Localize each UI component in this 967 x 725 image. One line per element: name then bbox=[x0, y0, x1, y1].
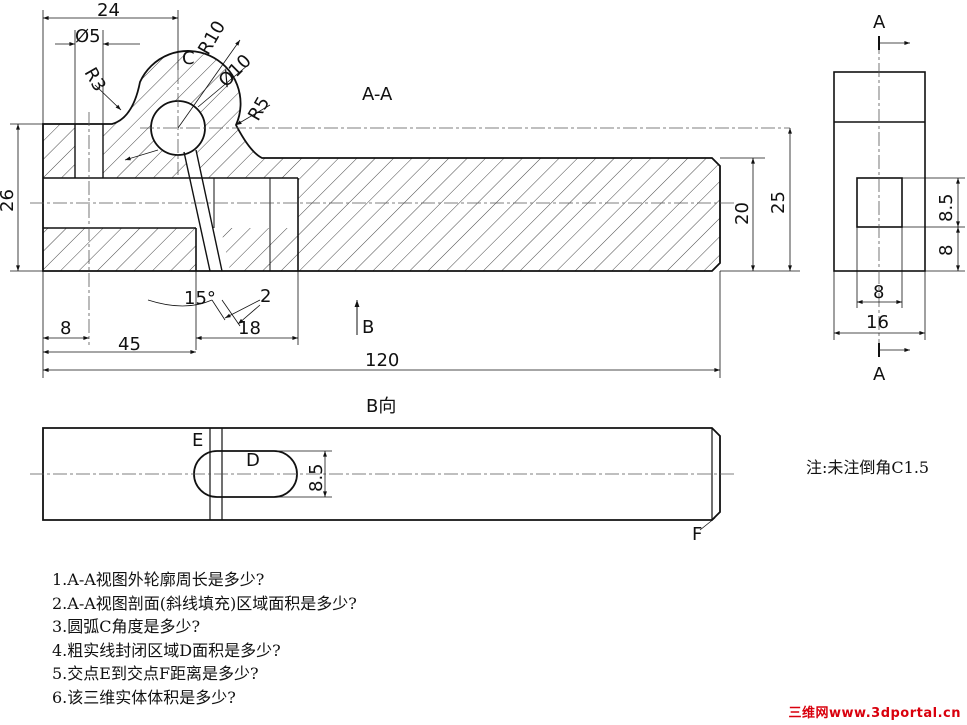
dim-side-8-horizontal: 8 bbox=[873, 282, 884, 303]
view-b-labels: B向 E D 8.5 F 注:未注倒角C1.5 bbox=[192, 396, 929, 545]
question-item: 1.A-A视图外轮廓周长是多少? bbox=[52, 570, 265, 589]
dim-26: 26 bbox=[0, 189, 18, 212]
point-d-label: D bbox=[246, 450, 260, 471]
view-b-title: B向 bbox=[366, 396, 396, 417]
dim-120: 120 bbox=[365, 350, 399, 371]
side-view bbox=[833, 36, 965, 357]
dim-side-8-5: 8.5 bbox=[936, 193, 957, 222]
side-view-labels: A A 8.5 8 8 16 bbox=[866, 12, 957, 385]
watermark: 三维网www.3dportal.cn bbox=[788, 706, 961, 721]
question-item: 3.圆弧C角度是多少? bbox=[52, 617, 201, 636]
dim-angle-15: 15° bbox=[184, 288, 216, 309]
section-view-a-a bbox=[10, 10, 800, 378]
dim-18: 18 bbox=[238, 318, 261, 339]
question-item: 5.交点E到交点F距离是多少? bbox=[52, 664, 259, 683]
dim-2: 2 bbox=[260, 286, 271, 307]
dim-d5: Ø5 bbox=[75, 26, 101, 47]
section-mark-bottom: A bbox=[873, 364, 886, 385]
dim-20: 20 bbox=[732, 202, 753, 225]
view-b bbox=[30, 427, 735, 531]
question-item: 6.该三维实体体积是多少? bbox=[52, 687, 236, 707]
section-outline bbox=[42, 50, 721, 272]
hatch-lower-region bbox=[43, 228, 196, 271]
question-item: 2.A-A视图剖面(斜线填充)区域面积是多少? bbox=[52, 593, 357, 613]
dim-8: 8 bbox=[60, 318, 71, 339]
question-list: 1.A-A视图外轮廓周长是多少? 2.A-A视图剖面(斜线填充)区域面积是多少?… bbox=[52, 568, 357, 709]
hatch-upper-region bbox=[43, 124, 75, 178]
dim-25: 25 bbox=[768, 191, 789, 214]
arc-label-c: C bbox=[182, 48, 195, 69]
section-mark-top: A bbox=[873, 12, 886, 33]
dim-24: 24 bbox=[97, 0, 120, 21]
slot-dim-8-5: 8.5 bbox=[306, 463, 327, 492]
dim-45: 45 bbox=[118, 334, 141, 355]
dim-r3: R3 bbox=[80, 64, 110, 95]
section-title: A-A bbox=[362, 84, 393, 105]
dim-side-16: 16 bbox=[866, 312, 889, 333]
view-b-arrow-label: B bbox=[362, 317, 374, 338]
dim-side-8-vertical: 8 bbox=[936, 245, 957, 256]
question-item: 4.粗实线封闭区域D面积是多少? bbox=[52, 640, 281, 660]
dim-r5: R5 bbox=[244, 93, 274, 124]
point-e-label: E bbox=[192, 430, 203, 451]
point-f-label: F bbox=[692, 524, 702, 545]
chamfer-note: 注:未注倒角C1.5 bbox=[806, 458, 929, 477]
